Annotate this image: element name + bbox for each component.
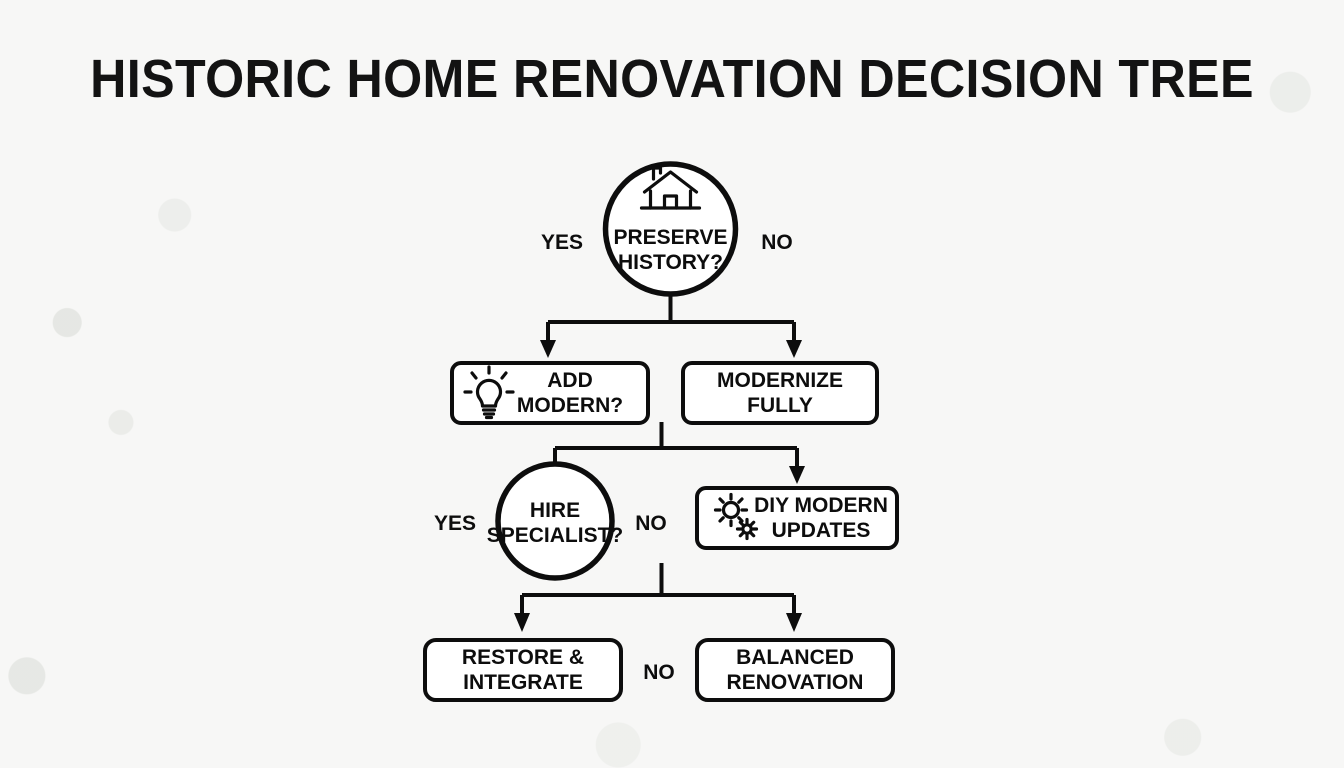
house-icon	[639, 166, 702, 210]
node-modernize-fully[interactable]: MODERNIZE FULLY	[681, 361, 879, 425]
node-restore-integrate[interactable]: RESTORE & INTEGRATE	[423, 638, 623, 702]
node-label-line1: DIY MODERN	[754, 494, 888, 517]
node-preserve-history[interactable]: PRESERVE HISTORY?	[602, 161, 739, 297]
node-label-line2: MODERN?	[517, 394, 623, 417]
arrowhead-diy	[789, 466, 805, 484]
node-hire-specialist[interactable]: HIRE SPECIALIST?	[487, 461, 624, 581]
arrowhead-right	[786, 340, 802, 358]
gears-icon	[713, 492, 759, 541]
node-label-line1: RESTORE &	[462, 646, 584, 669]
page-title: HISTORIC HOME RENOVATION DECISION TREE	[90, 49, 1254, 109]
node-label-line1: MODERNIZE	[717, 369, 843, 392]
branch-label-specialist-no: NO	[635, 512, 667, 535]
node-label-line2: RENOVATION	[727, 671, 864, 694]
connector-level4-bus	[514, 593, 802, 632]
node-label-line2: UPDATES	[772, 519, 871, 542]
node-label-line1: ADD	[547, 369, 593, 392]
arrowhead-left	[540, 340, 556, 358]
node-balanced-renovation[interactable]: BALANCED RENOVATION	[695, 638, 895, 702]
connector-level3-bus	[553, 446, 805, 484]
node-add-modern[interactable]: ADD MODERN?	[450, 361, 650, 425]
node-label-line2: SPECIALIST?	[487, 524, 624, 547]
node-diy-modern-updates[interactable]: DIY MODERN UPDATES	[695, 486, 899, 550]
branch-label-root-yes: YES	[541, 231, 583, 254]
branch-label-specialist-yes: YES	[434, 512, 476, 535]
node-label-line1: PRESERVE	[614, 226, 728, 249]
node-label-line2: HISTORY?	[618, 251, 723, 274]
node-label-line2: INTEGRATE	[463, 671, 583, 694]
branch-label-root-no: NO	[761, 231, 793, 254]
node-label-line2: FULLY	[747, 394, 813, 417]
branch-label-level4-no: NO	[643, 661, 675, 684]
arrowhead-restore	[514, 613, 530, 632]
lightbulb-icon	[463, 365, 515, 420]
connector-level2-bus	[540, 320, 802, 358]
arrowhead-balanced	[786, 613, 802, 632]
node-label-line1: BALANCED	[736, 646, 854, 669]
node-label-line1: HIRE	[530, 499, 580, 522]
